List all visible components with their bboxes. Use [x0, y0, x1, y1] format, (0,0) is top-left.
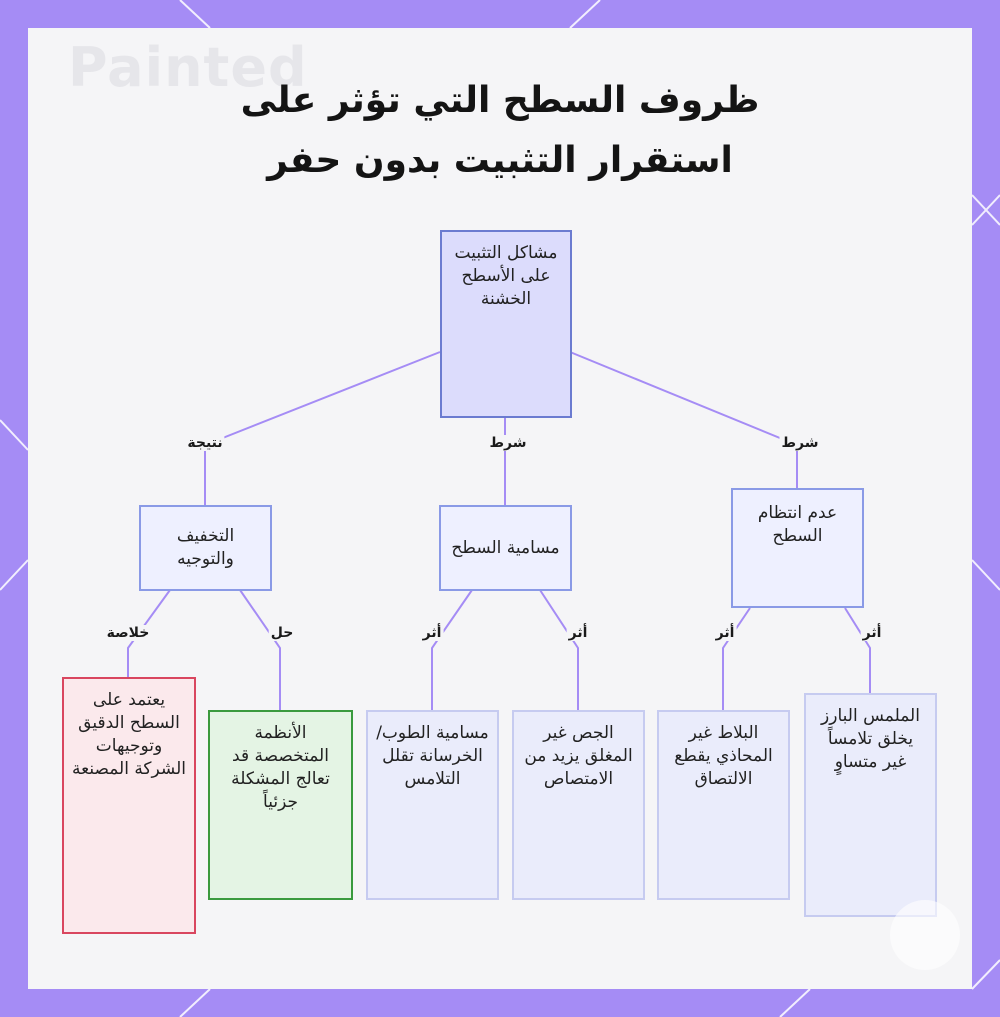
- edge-porosity-brick: [431, 589, 473, 711]
- edge-root-mitigation: [204, 351, 441, 505]
- corner-logo-icon: [890, 900, 960, 970]
- node-root: مشاكل التثبيت على الأسطح الخشنة: [440, 230, 572, 418]
- edge-label-effect-tiles: أثر: [713, 625, 737, 641]
- node-irregularity: عدم انتظام السطح: [731, 488, 864, 608]
- edge-root-irregularity: [569, 351, 798, 488]
- edge-label-effect-brick: أثر: [420, 625, 444, 641]
- diagram-title-line2: استقرار التثبيت بدون حفر: [267, 140, 733, 181]
- edge-irregularity-texture: [844, 607, 871, 693]
- watermark-text: Painted: [68, 36, 308, 99]
- node-mitigation: التخفيف والتوجيه: [139, 505, 272, 591]
- edge-porosity-plaster: [539, 589, 579, 711]
- node-plaster: الجص غير المغلق يزيد من الامتصاص: [512, 710, 645, 900]
- node-texture: الملمس البارز يخلق تلامساً غير متساوٍ: [804, 693, 937, 917]
- edge-label-condition-irregularity: شرط: [779, 435, 821, 451]
- node-tiles: البلاط غير المحاذي يقطع الالتصاق: [657, 710, 790, 900]
- node-specialized: الأنظمة المتخصصة قد تعالج المشكلة جزئياً: [208, 710, 353, 900]
- edge-irregularity-tiles: [722, 607, 751, 711]
- edge-label-effect-texture: أثر: [860, 625, 884, 641]
- node-porosity: مسامية السطح: [439, 505, 572, 591]
- edge-label-condition-porosity: شرط: [487, 435, 529, 451]
- edge-label-conclusion: خلاصة: [104, 625, 152, 641]
- edge-label-effect-plaster: أثر: [566, 625, 590, 641]
- edge-label-solution: حل: [268, 625, 296, 641]
- edge-mitigation-specialized: [239, 589, 281, 711]
- diagram-title-line1: ظروف السطح التي تؤثر على: [240, 80, 760, 121]
- node-depends: يعتمد على السطح الدقيق وتوجيهات الشركة ا…: [62, 677, 196, 934]
- node-brick: مسامية الطوب/ الخرسانة تقلل التلامس: [366, 710, 499, 900]
- edge-mitigation-depends: [127, 589, 171, 678]
- edge-label-result: نتيجة: [185, 435, 225, 451]
